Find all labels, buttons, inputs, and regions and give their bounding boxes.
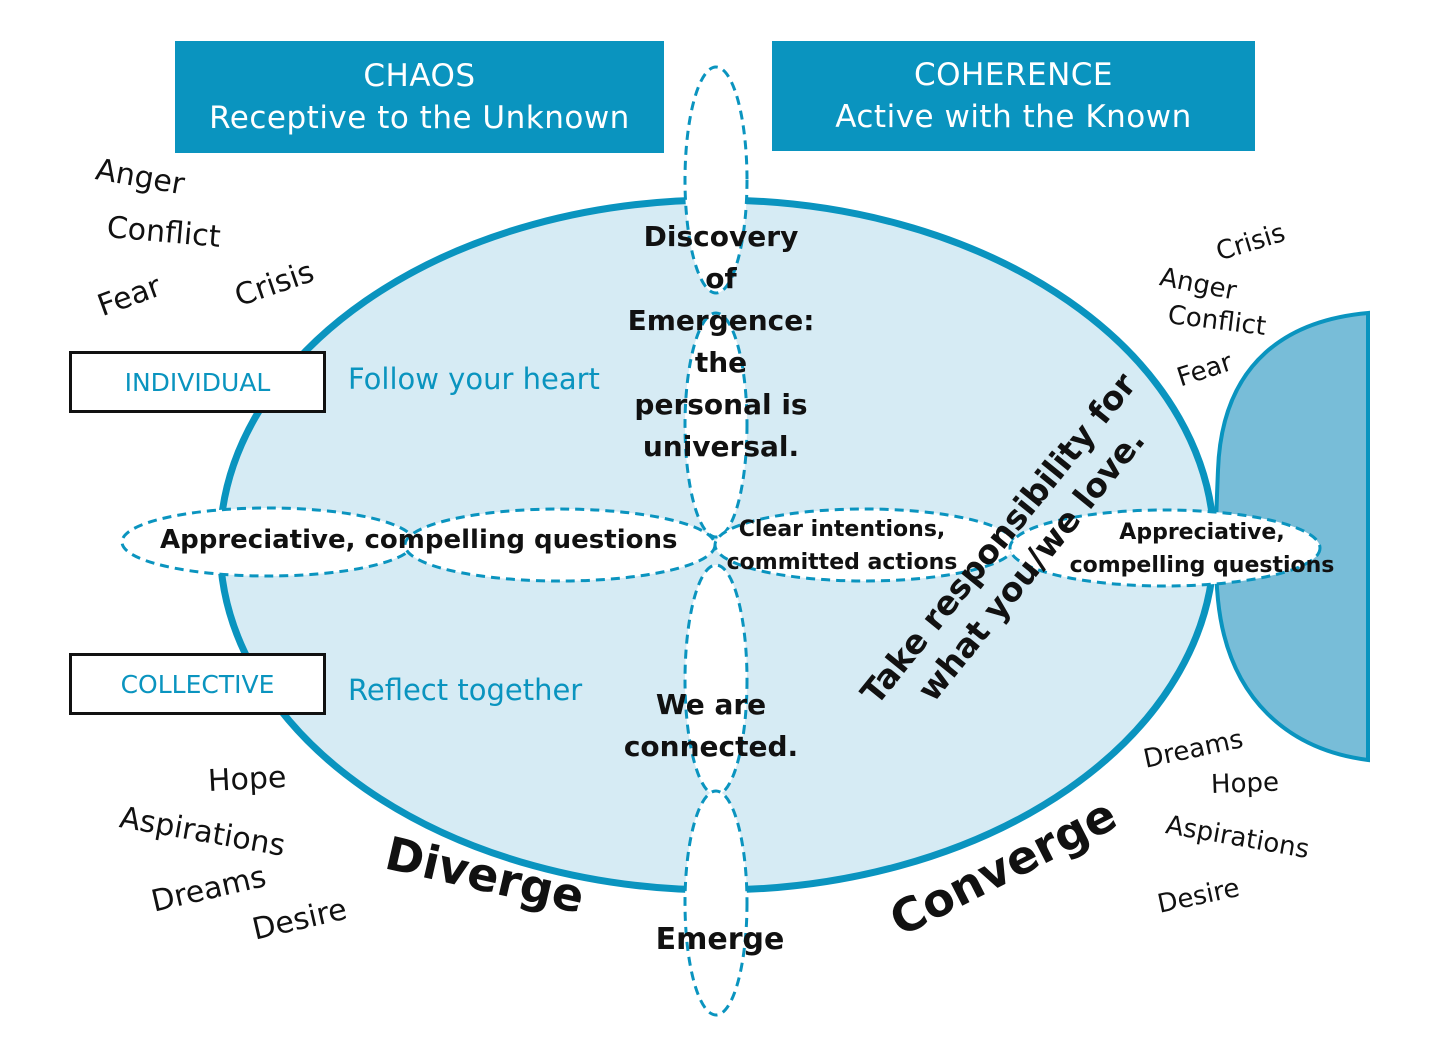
collective-prompt: Reflect together [348, 673, 583, 707]
connected-text: We are connected. [596, 684, 826, 768]
discovery-text: Discovery of Emergence: the personal is … [596, 216, 846, 468]
discovery-line: the [694, 346, 748, 379]
connected-line: We are [655, 688, 767, 721]
clear-intentions-line: committed actions [726, 550, 958, 575]
dashed-ellipse-top [683, 65, 749, 295]
dashed-ellipse-upper-mid [683, 311, 749, 539]
individual-prompt: Follow your heart [348, 362, 600, 396]
coherence-header: COHERENCE Active with the Known [772, 41, 1255, 151]
clear-intentions-label: Clear intentions, committed actions [717, 513, 967, 579]
individual-tag: INDIVIDUAL [69, 351, 326, 413]
right-questions-label: Appreciative, compelling questions [1062, 516, 1342, 582]
chaos-subtitle: Receptive to the Unknown [209, 100, 630, 136]
discovery-line: personal is [634, 388, 808, 421]
aspiration-word: Hope [207, 759, 288, 799]
right-questions-line: Appreciative, [1119, 520, 1285, 545]
chaos-header: CHAOS Receptive to the Unknown [175, 41, 664, 153]
right-questions-line: compelling questions [1069, 553, 1335, 578]
emerge-label: Emerge [655, 922, 785, 957]
coherence-subtitle: Active with the Known [835, 99, 1192, 135]
chaos-title: CHAOS [363, 58, 476, 94]
discovery-line: Emergence: [627, 304, 815, 337]
clear-intentions-line: Clear intentions, [738, 517, 946, 542]
discovery-line: universal. [642, 430, 800, 463]
discovery-line: Discovery [643, 220, 799, 253]
aspiration-word: Hope [1210, 767, 1280, 800]
dashed-ellipse-far-right [1008, 508, 1322, 588]
dashed-ellipse-bottom [683, 789, 749, 1017]
connected-line: connected. [623, 730, 799, 763]
discovery-line: of [705, 262, 737, 295]
left-questions-label: Appreciative, compelling questions [160, 525, 678, 555]
collective-tag: COLLECTIVE [69, 653, 326, 715]
coherence-title: COHERENCE [914, 57, 1113, 93]
